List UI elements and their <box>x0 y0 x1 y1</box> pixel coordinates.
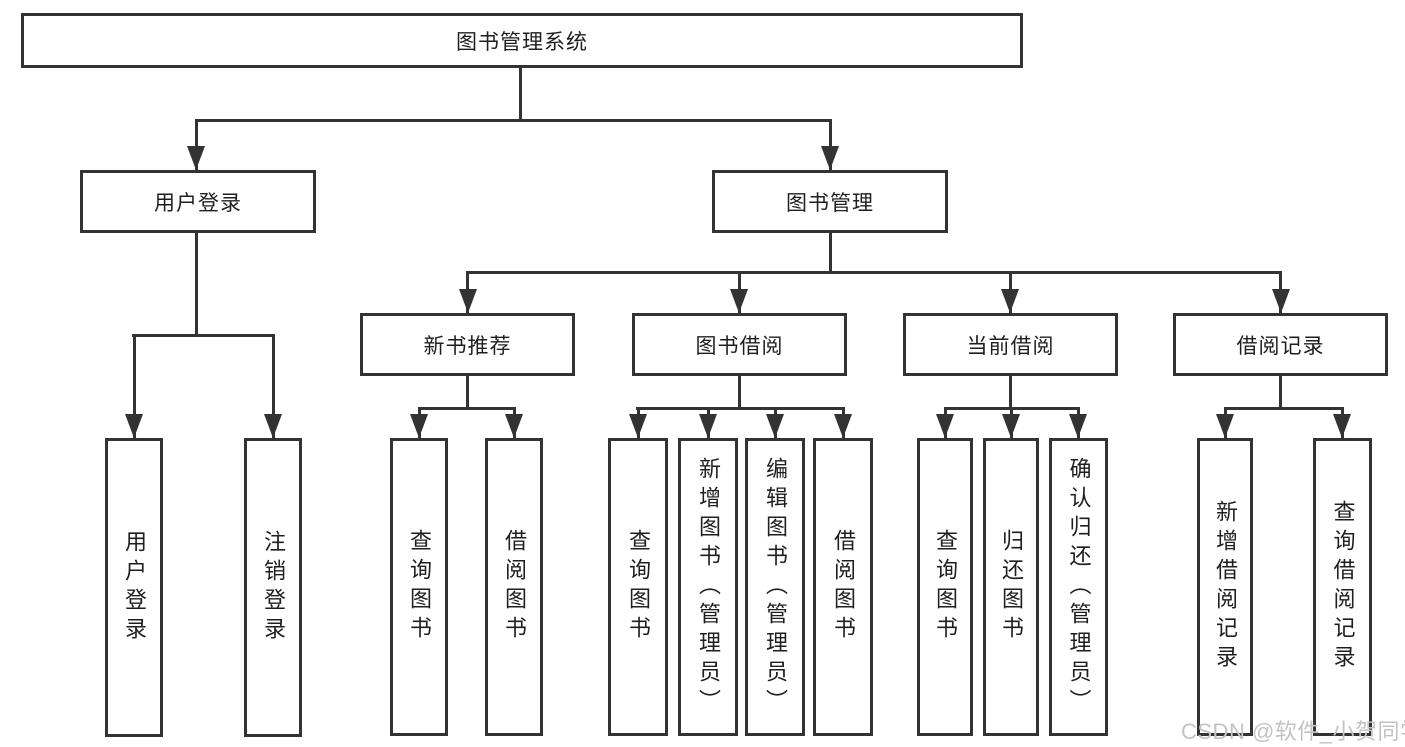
arrow-down-icon <box>1272 289 1290 313</box>
connector-drop-leaf <box>133 334 136 438</box>
connector-user-login-stub <box>195 233 198 337</box>
arrow-down-icon <box>821 146 839 170</box>
arrow-down-icon <box>410 414 428 438</box>
leaf-confirm-return-admin: 确认归还（管理员） <box>1049 438 1108 736</box>
node-user-login-label: 用户登录 <box>154 191 242 215</box>
node-book-management: 图书管理 <box>712 170 948 233</box>
node-book-borrowing: 图书借阅 <box>632 313 847 376</box>
node-current-borrowing: 当前借阅 <box>903 313 1118 376</box>
connector-stub <box>466 376 469 410</box>
leaf-label: 新增图书（管理员） <box>696 456 721 718</box>
leaf-label: 归还图书 <box>999 529 1024 645</box>
node-current-borrowing-label: 当前借阅 <box>966 334 1055 358</box>
leaf-label: 查询图书 <box>933 529 958 645</box>
leaf-add-borrow-record: 新增借阅记录 <box>1197 438 1253 736</box>
leaf-query-books-borrowing: 查询图书 <box>608 438 668 736</box>
leaf-label: 查询借阅记录 <box>1330 500 1356 674</box>
leaf-return-books: 归还图书 <box>983 438 1039 736</box>
arrow-down-icon <box>264 414 282 438</box>
arrow-down-icon <box>699 414 717 438</box>
arrow-down-icon <box>936 414 954 438</box>
arrow-down-icon <box>125 414 143 438</box>
connector-book-management-bar <box>466 271 1282 274</box>
arrow-down-icon <box>834 414 852 438</box>
arrow-down-icon <box>187 146 205 170</box>
leaf-query-books-recommend: 查询图书 <box>390 438 448 736</box>
connector-root-bar <box>195 119 832 122</box>
node-user-login: 用户登录 <box>80 170 316 233</box>
leaf-label: 查询图书 <box>407 529 432 645</box>
connector-stub <box>1009 376 1012 410</box>
leaf-add-books-admin: 新增图书（管理员） <box>678 438 738 736</box>
leaf-label: 用户登录 <box>122 529 147 646</box>
arrow-down-icon <box>1069 414 1087 438</box>
node-new-book-recommendation-label: 新书推荐 <box>423 334 512 358</box>
node-root: 图书管理系统 <box>21 13 1023 68</box>
arrow-down-icon <box>459 289 477 313</box>
node-borrowing-records: 借阅记录 <box>1173 313 1388 376</box>
node-borrowing-records-label: 借阅记录 <box>1236 334 1325 358</box>
connector-root-stub <box>519 68 522 122</box>
leaf-borrow-books: 借阅图书 <box>813 438 873 736</box>
connector-stub <box>1279 376 1282 410</box>
leaf-query-borrow-record: 查询借阅记录 <box>1313 438 1372 736</box>
arrow-down-icon <box>1001 289 1019 313</box>
watermark: CSDN @软件_小贺同学 <box>1181 719 1405 744</box>
connector-drop-user-login <box>195 119 198 170</box>
leaf-edit-books-admin: 编辑图书（管理员） <box>745 438 805 736</box>
node-new-book-recommendation: 新书推荐 <box>360 313 575 376</box>
connector-drop-leaf <box>272 334 275 438</box>
leaf-label: 编辑图书（管理员） <box>763 456 788 718</box>
connector-bar <box>1224 407 1344 410</box>
connector-stub <box>738 376 741 410</box>
leaf-label: 借阅图书 <box>831 529 856 645</box>
arrow-down-icon <box>1002 414 1020 438</box>
node-book-management-label: 图书管理 <box>786 191 874 215</box>
arrow-down-icon <box>1333 414 1351 438</box>
arrow-down-icon <box>1216 414 1234 438</box>
node-book-borrowing-label: 图书借阅 <box>695 334 784 358</box>
leaf-label: 注销登录 <box>261 529 286 646</box>
leaf-user-login: 用户登录 <box>105 438 163 737</box>
arrow-down-icon <box>505 414 523 438</box>
node-root-label: 图书管理系统 <box>456 30 588 54</box>
leaf-label: 新增借阅记录 <box>1213 500 1238 674</box>
leaf-label: 确认归还（管理员） <box>1066 456 1092 718</box>
connector-bar <box>418 407 516 410</box>
connector-bar <box>636 407 844 410</box>
arrow-down-icon <box>730 289 748 313</box>
leaf-query-books-current: 查询图书 <box>917 438 973 736</box>
leaf-label: 借阅图书 <box>502 529 527 645</box>
connector-user-login-bar <box>132 334 275 337</box>
arrow-down-icon <box>766 414 784 438</box>
connector-book-management-stub <box>829 233 832 274</box>
leaf-borrow-books-recommend: 借阅图书 <box>485 438 543 736</box>
arrow-down-icon <box>629 414 647 438</box>
leaf-logout: 注销登录 <box>244 438 302 737</box>
connector-drop-book-management <box>829 119 832 170</box>
leaf-label: 查询图书 <box>626 529 651 645</box>
